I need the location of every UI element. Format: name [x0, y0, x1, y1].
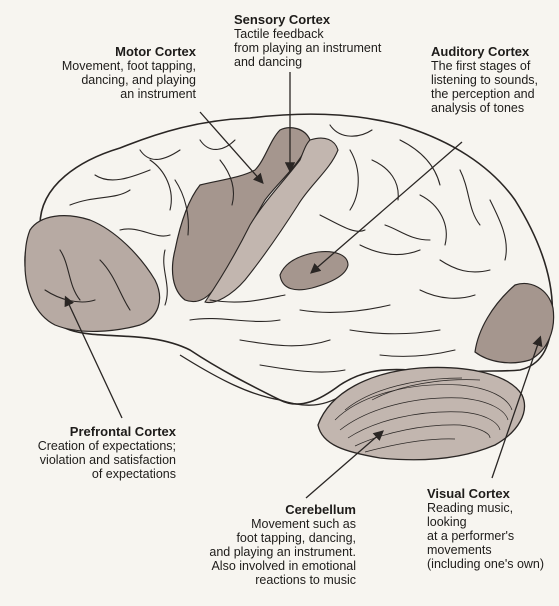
- motor-label: Motor Cortex Movement, foot tapping, dan…: [14, 44, 196, 101]
- auditory-line: The first stages of: [431, 59, 557, 73]
- visual-line: Reading music,: [427, 501, 557, 515]
- motor-line: an instrument: [14, 87, 196, 101]
- motor-line: Movement, foot tapping,: [14, 59, 196, 73]
- prefrontal-title: Prefrontal Cortex: [4, 424, 176, 439]
- sensory-line: and dancing: [234, 55, 424, 69]
- visual-line: movements: [427, 543, 557, 557]
- motor-line: dancing, and playing: [14, 73, 196, 87]
- cerebellum-line: Movement such as: [178, 517, 356, 531]
- sensory-label: Sensory Cortex Tactile feedback from pla…: [234, 12, 424, 69]
- visual-line: (including one's own): [427, 557, 557, 571]
- visual-label: Visual Cortex Reading music, looking at …: [427, 486, 557, 571]
- cerebellum-label: Cerebellum Movement such as foot tapping…: [178, 502, 356, 587]
- visual-line: looking: [427, 515, 557, 529]
- visual-line: at a performer's: [427, 529, 557, 543]
- cerebellum-title: Cerebellum: [178, 502, 356, 517]
- visual-title: Visual Cortex: [427, 486, 557, 501]
- cerebellum-line: reactions to music: [178, 573, 356, 587]
- cerebellum-line: Also involved in emotional: [178, 559, 356, 573]
- auditory-title: Auditory Cortex: [431, 44, 557, 59]
- sensory-title: Sensory Cortex: [234, 12, 424, 27]
- auditory-line: analysis of tones: [431, 101, 557, 115]
- motor-title: Motor Cortex: [14, 44, 196, 59]
- prefrontal-line: violation and satisfaction: [4, 453, 176, 467]
- auditory-label: Auditory Cortex The first stages of list…: [431, 44, 557, 115]
- prefrontal-line: Creation of expectations;: [4, 439, 176, 453]
- auditory-line: listening to sounds,: [431, 73, 557, 87]
- cerebellum-line: and playing an instrument.: [178, 545, 356, 559]
- cerebellum-line: foot tapping, dancing,: [178, 531, 356, 545]
- sensory-line: from playing an instrument: [234, 41, 424, 55]
- prefrontal-label: Prefrontal Cortex Creation of expectatio…: [4, 424, 176, 481]
- sensory-line: Tactile feedback: [234, 27, 424, 41]
- auditory-line: the perception and: [431, 87, 557, 101]
- prefrontal-line: of expectations: [4, 467, 176, 481]
